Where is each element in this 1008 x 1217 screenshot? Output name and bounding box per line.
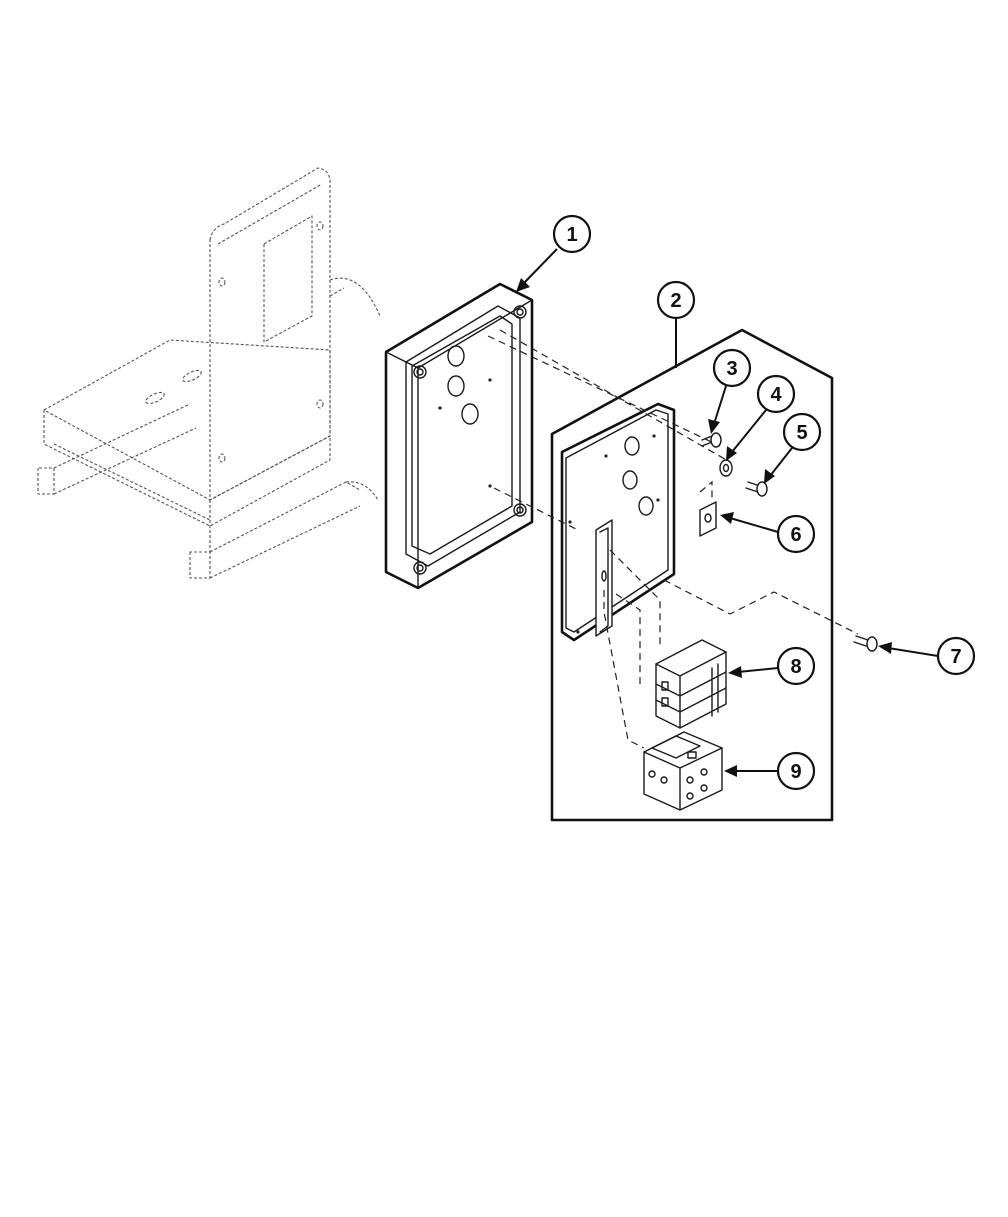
callout-5: 5 [764,414,820,484]
callout-2: 2 [658,282,694,368]
ground-lug-part-6 [700,502,716,536]
callout-label-9: 9 [790,761,801,783]
callout-label-1: 1 [566,224,577,246]
callout-label-8: 8 [790,656,801,678]
enclosure-part-1 [386,284,532,588]
callout-8: 8 [728,648,814,684]
back-plate [562,404,674,640]
callout-label-6: 6 [790,524,801,546]
screw-part-7 [854,636,877,651]
callout-label-5: 5 [796,422,807,444]
callout-7: 7 [878,638,974,674]
washer-part-4 [720,460,732,476]
callout-4: 4 [726,376,794,461]
callout-9: 9 [724,753,814,789]
contactor-part-9 [644,732,722,810]
callout-6: 6 [720,512,814,552]
breaker-part-8 [656,640,726,728]
screw-part-3 [702,433,721,447]
callout-label-7: 7 [950,646,961,668]
callout-label-4: 4 [770,384,782,406]
callout-3: 3 [708,350,750,434]
callout-label-3: 3 [726,358,737,380]
mounting-frame-ghost [38,168,380,578]
screw-part-5 [746,482,767,496]
callout-1: 1 [516,216,590,292]
callout-label-2: 2 [670,290,681,312]
